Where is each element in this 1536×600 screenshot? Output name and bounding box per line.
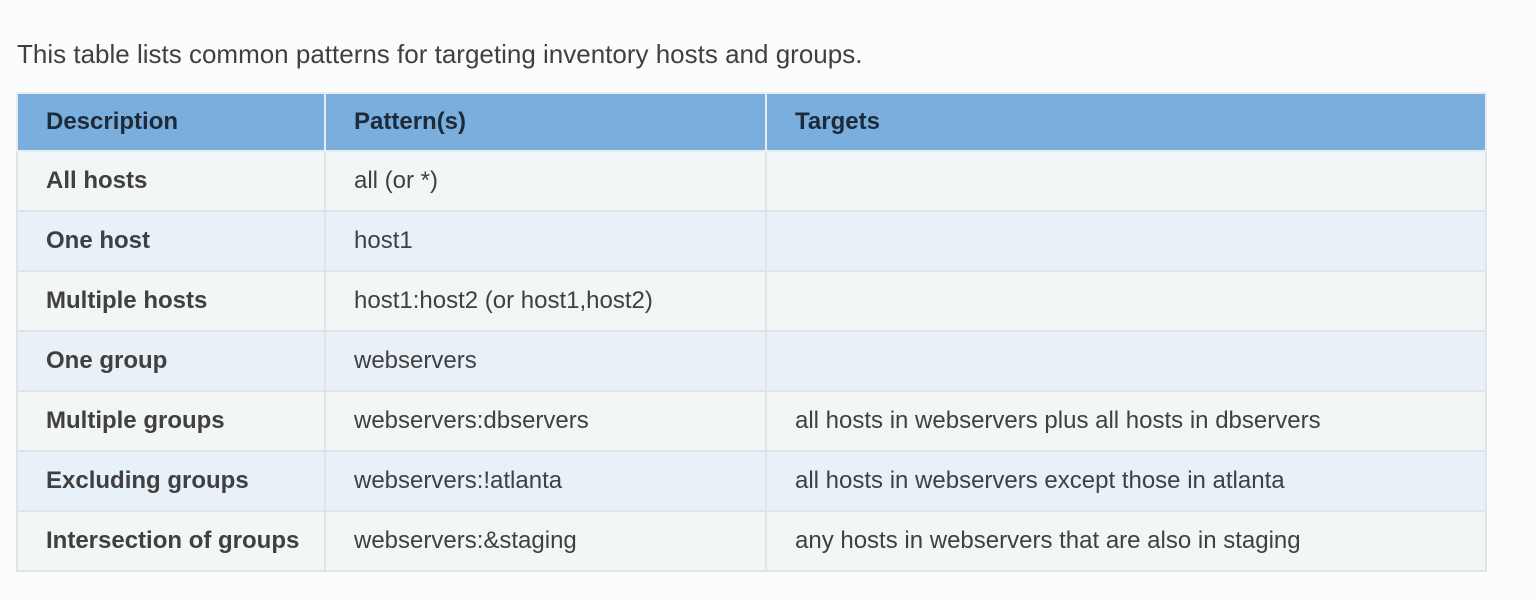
header-targets: Targets (765, 92, 1487, 152)
intro-text: This table lists common patterns for tar… (17, 39, 863, 69)
row-targets: all hosts in webservers plus all hosts i… (765, 390, 1487, 452)
table-row: Multiple groups webservers:dbservers all… (16, 390, 1487, 452)
table-row: Intersection of groups webservers:&stagi… (16, 510, 1487, 572)
row-targets: any hosts in webservers that are also in… (765, 510, 1487, 572)
row-pattern: webservers:&staging (324, 510, 767, 572)
row-pattern: webservers (324, 330, 767, 392)
patterns-table: Description Pattern(s) Targets All hosts… (16, 92, 1487, 572)
row-pattern: webservers:!atlanta (324, 450, 767, 512)
row-description: One host (16, 210, 326, 272)
row-targets (765, 270, 1487, 332)
row-pattern: host1 (324, 210, 767, 272)
table-header-row: Description Pattern(s) Targets (16, 92, 1487, 152)
header-description: Description (16, 92, 326, 152)
row-description: All hosts (16, 150, 326, 212)
table-row: One host host1 (16, 210, 1487, 272)
row-targets: all hosts in webservers except those in … (765, 450, 1487, 512)
row-description: Intersection of groups (16, 510, 326, 572)
row-pattern: all (or *) (324, 150, 767, 212)
row-description: Excluding groups (16, 450, 326, 512)
row-description: Multiple groups (16, 390, 326, 452)
table-row: All hosts all (or *) (16, 150, 1487, 212)
row-description: One group (16, 330, 326, 392)
header-patterns: Pattern(s) (324, 92, 767, 152)
row-description: Multiple hosts (16, 270, 326, 332)
table-row: Excluding groups webservers:!atlanta all… (16, 450, 1487, 512)
table-row: Multiple hosts host1:host2 (or host1,hos… (16, 270, 1487, 332)
row-pattern: host1:host2 (or host1,host2) (324, 270, 767, 332)
row-targets (765, 150, 1487, 212)
row-targets (765, 210, 1487, 272)
row-pattern: webservers:dbservers (324, 390, 767, 452)
table-row: One group webservers (16, 330, 1487, 392)
row-targets (765, 330, 1487, 392)
